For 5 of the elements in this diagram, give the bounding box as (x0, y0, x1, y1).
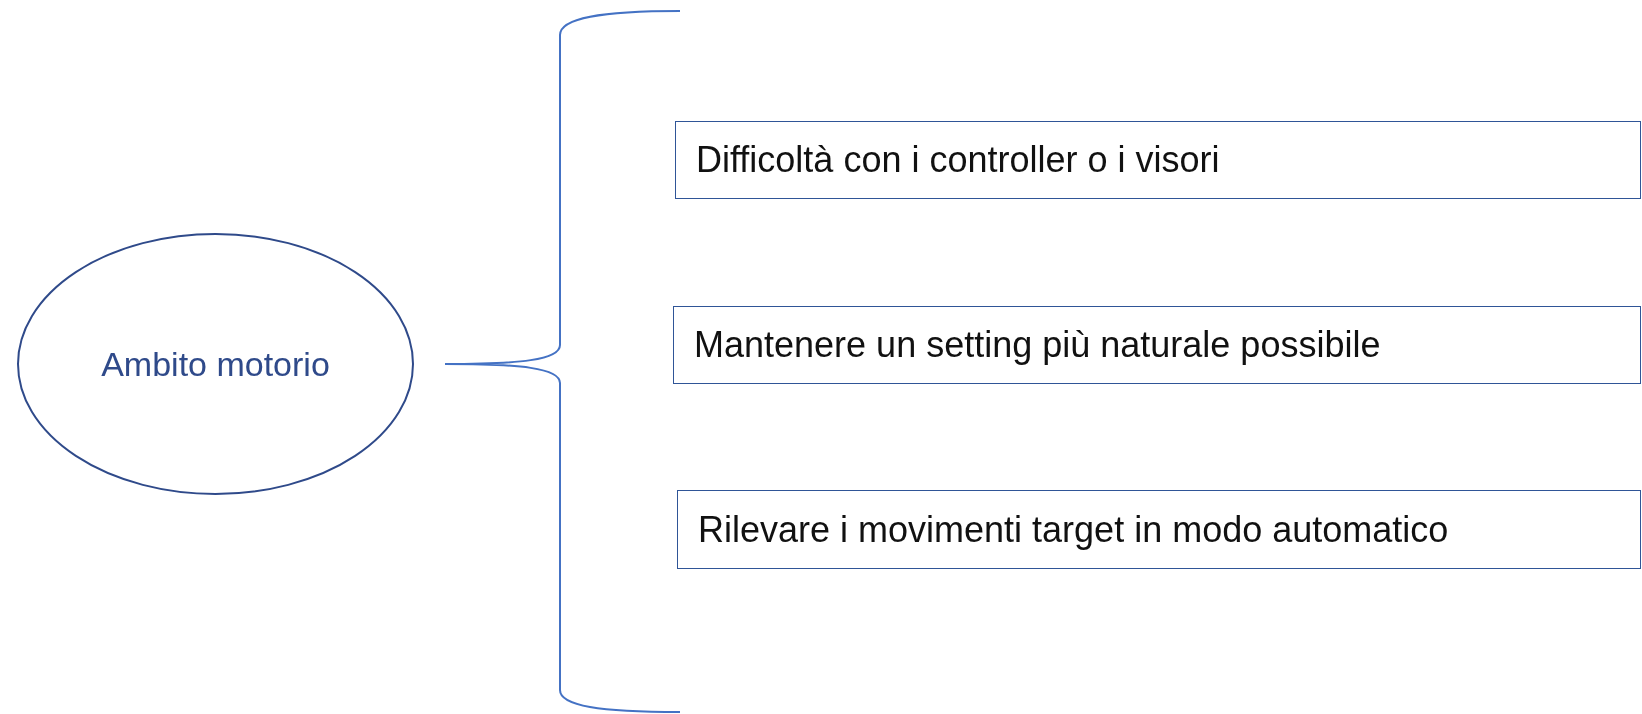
text-box: Mantenere un setting più naturale possibile (673, 306, 1641, 384)
text-box: Rilevare i movimenti target in modo automatico (677, 490, 1641, 569)
text-box: Difficoltà con i controller o i visori (675, 121, 1641, 199)
node-label: Ambito motorio (100, 343, 331, 385)
ellipse-node (17, 233, 414, 495)
